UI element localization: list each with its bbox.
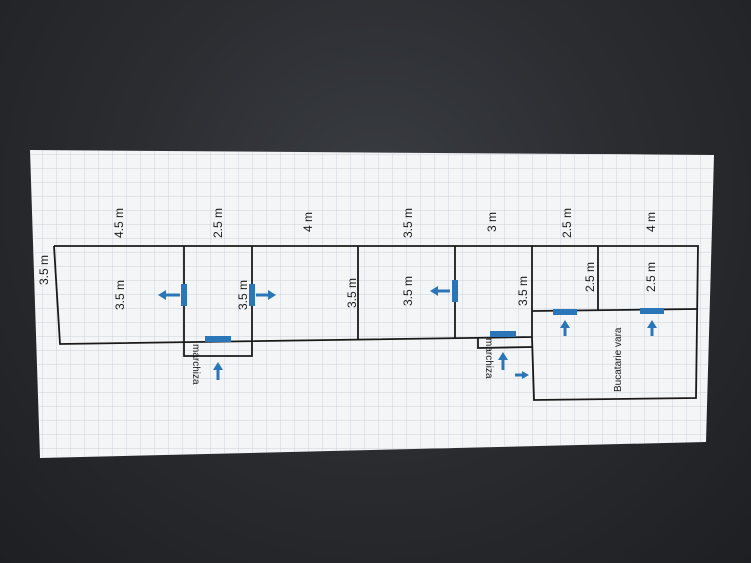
dim-label: 2.5 m xyxy=(211,208,225,238)
arrow-icon xyxy=(213,362,223,380)
arrow-icon xyxy=(560,320,570,336)
arrow-icon xyxy=(256,290,276,300)
doors xyxy=(181,280,664,342)
marchiza-label: marchiza xyxy=(190,344,201,385)
door-marker-icon xyxy=(490,331,516,337)
room-label: 3.5 m xyxy=(113,280,127,310)
dim-label: 4.5 m xyxy=(112,208,126,238)
door-marker-icon xyxy=(181,284,187,306)
room-label: 2.5 m xyxy=(644,262,658,292)
marchiza-right-outline xyxy=(477,338,533,349)
room-label: 3.5 m xyxy=(516,276,530,306)
dim-label: 4 m xyxy=(644,212,658,232)
kitchen-label: Bucatarie vara xyxy=(613,327,624,392)
labels: 3.5 m 4.5 m 2.5 m 4 m 3.5 m 3 m 2.5 m 4 … xyxy=(37,208,658,392)
room-label: 2.5 m xyxy=(583,262,597,292)
grid-lines xyxy=(30,150,714,458)
room-label: 3.5 m xyxy=(345,278,359,308)
room-label: 3.5 m xyxy=(401,276,415,306)
dim-label: 2.5 m xyxy=(560,208,574,238)
kitchen-block-outline xyxy=(531,245,699,401)
arrow-icon xyxy=(647,320,657,336)
arrow-icon xyxy=(430,286,450,296)
dim-label: 3.5 m xyxy=(401,208,415,238)
door-marker-icon xyxy=(205,336,231,342)
arrow-icon xyxy=(158,290,180,300)
marchiza-left-outline xyxy=(183,344,253,357)
room-label: 3.5 m xyxy=(236,280,250,310)
marchiza-label: marchiza xyxy=(483,338,494,379)
door-marker-icon xyxy=(452,280,458,302)
arrow-icon xyxy=(498,352,508,370)
arrows xyxy=(158,286,657,380)
door-marker-icon xyxy=(553,309,577,315)
door-marker-icon xyxy=(249,284,255,306)
dim-label: 3 m xyxy=(485,212,499,232)
left-edge-label: 3.5 m xyxy=(37,255,51,285)
dim-label: 4 m xyxy=(301,212,315,232)
door-marker-icon xyxy=(640,308,664,314)
arrow-icon xyxy=(515,371,529,379)
